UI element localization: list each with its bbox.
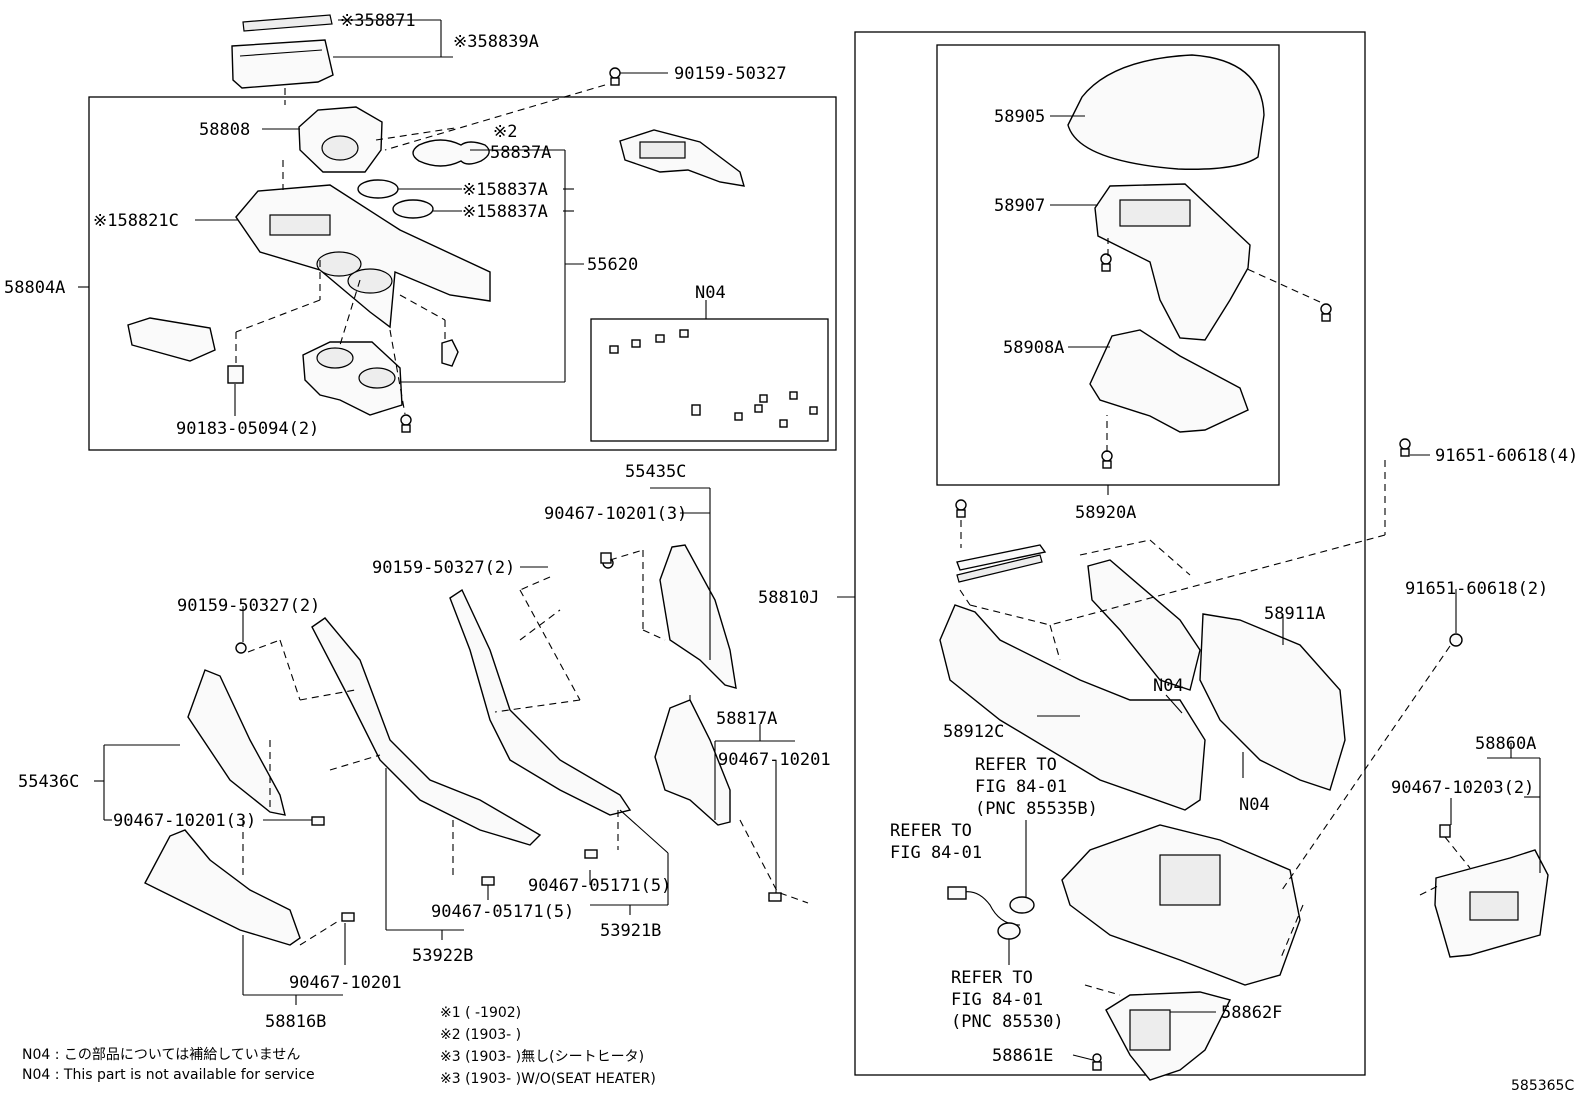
label-90467-05171-a: 90467-05171(5) xyxy=(528,876,671,896)
label-REFER-85535B-2: FIG 84-01 xyxy=(975,777,1067,797)
footnote-3: ※3 (1903- )無し(シートヒータ) xyxy=(440,1049,644,1065)
part-58821C-panel xyxy=(235,184,491,329)
part-wiring xyxy=(947,886,1035,940)
frame-58810J xyxy=(854,31,1366,1076)
label-REFER-85530-2: FIG 84-01 xyxy=(951,990,1043,1010)
part-58912C-side xyxy=(939,604,1206,811)
part-inner-frame xyxy=(1087,559,1201,691)
label-REFER-2-2: FIG 84-01 xyxy=(890,843,982,863)
label-55435C: 55435C xyxy=(625,462,686,482)
footnote-N04-ja: N04 : この部品については補給していません xyxy=(22,1047,300,1063)
footnote-1: ※1 ( -1902) xyxy=(440,1005,521,1021)
label-58908A: 58908A xyxy=(1003,338,1064,358)
label-58810J: 58810J xyxy=(758,588,819,608)
assembly-lines xyxy=(235,84,1471,996)
label-58839A: ※358839A xyxy=(453,32,539,52)
label-58821C: ※158821C xyxy=(93,211,179,231)
part-rail xyxy=(956,544,1047,583)
frame-N04-box xyxy=(590,318,829,442)
label-58804A: 58804A xyxy=(4,278,65,298)
label-REFER-85530-1: REFER TO xyxy=(951,968,1033,988)
leader-lines xyxy=(78,19,1541,1061)
screw-icon-cup xyxy=(400,414,412,433)
part-58808-boot xyxy=(298,106,383,173)
clip-icon-55620 xyxy=(441,339,459,367)
screw-icon-top xyxy=(609,67,621,86)
label-REFER-2-1: REFER TO xyxy=(890,821,972,841)
label-58912C: 58912C xyxy=(943,722,1004,742)
label-58920A: 58920A xyxy=(1075,503,1136,523)
part-N04-clips xyxy=(609,329,818,428)
label-58808: 58808 xyxy=(199,120,250,140)
label-90159-50327-top: 90159-50327 xyxy=(674,64,787,84)
part-55436C-panel xyxy=(187,669,286,816)
part-58911A-side xyxy=(1199,613,1346,791)
label-90467-10201-3b: 90467-10201(3) xyxy=(113,811,256,831)
label-55436C: 55436C xyxy=(18,772,79,792)
label-58905: 58905 xyxy=(994,107,1045,127)
part-labels: ※358871 ※358839A 90159-50327 58808 ※2 58… xyxy=(4,11,1578,1066)
label-REFER-85530-3: (PNC 85530) xyxy=(951,1012,1064,1032)
label-90159-2b: 90159-50327(2) xyxy=(177,596,320,616)
label-90467-10201-c: 90467-10201 xyxy=(289,973,402,993)
label-58911A: 58911A xyxy=(1264,604,1325,624)
label-N04-mid: N04 xyxy=(1153,676,1184,696)
label-REFER-85535B-3: (PNC 85535B) xyxy=(975,799,1098,819)
part-garnish-right xyxy=(619,129,745,187)
part-58860A-vent xyxy=(1434,849,1549,958)
clip-icon-58860A xyxy=(1439,824,1451,838)
footnote-N04-en: N04 : This part is not available for ser… xyxy=(22,1067,315,1083)
clip-icons-lower xyxy=(311,552,782,922)
label-58837A-c: ※158837A xyxy=(462,202,548,222)
label-58817A: 58817A xyxy=(716,709,777,729)
part-console-base xyxy=(1061,824,1301,986)
label-53922B: 53922B xyxy=(412,946,473,966)
label-58860A: 58860A xyxy=(1475,734,1536,754)
label-58837A-a: 58837A xyxy=(490,143,551,163)
footnote-2: ※2 (1903- ) xyxy=(440,1027,521,1043)
label-N04-low: N04 xyxy=(1239,795,1270,815)
frame-58804A xyxy=(88,96,837,451)
screw-icon-armrest xyxy=(235,253,1463,654)
part-58907-box xyxy=(1094,183,1251,341)
label-90467-10201-b: 90467-10201 xyxy=(718,750,831,770)
screw-icon-58861E xyxy=(1092,1053,1102,1071)
label-90467-10203: 90467-10203(2) xyxy=(1391,778,1534,798)
part-58817A-panel xyxy=(654,699,731,826)
label-note-2: ※2 xyxy=(493,122,517,142)
label-91651-2: 91651-60618(2) xyxy=(1405,579,1548,599)
part-58816B-panel xyxy=(144,829,301,946)
part-58908A-tray xyxy=(1089,329,1249,433)
label-90159-2a: 90159-50327(2) xyxy=(372,558,515,578)
label-58862F: 58862F xyxy=(1221,1003,1282,1023)
part-55620-cupholder xyxy=(302,341,403,416)
clip-icon-90183 xyxy=(227,365,244,384)
label-58871: ※358871 xyxy=(340,11,416,31)
label-58907: 58907 xyxy=(994,196,1045,216)
diagram-code: 585365C xyxy=(1511,1078,1574,1094)
label-90467-05171-b: 90467-05171(5) xyxy=(431,902,574,922)
label-N04-top: N04 xyxy=(695,283,726,303)
label-53921B: 53921B xyxy=(600,921,661,941)
part-58862F-duct xyxy=(1105,991,1232,1081)
label-58837A-b: ※158837A xyxy=(462,180,548,200)
label-90183: 90183-05094(2) xyxy=(176,419,319,439)
part-bracket-left xyxy=(127,317,216,362)
label-58861E: 58861E xyxy=(992,1046,1053,1066)
label-90467-10201-3a: 90467-10201(3) xyxy=(544,504,687,524)
part-55435C-panel xyxy=(659,544,737,689)
label-55620: 55620 xyxy=(587,255,638,275)
label-58816B: 58816B xyxy=(265,1012,326,1032)
part-58839A-tray xyxy=(231,39,334,89)
part-58871-mat xyxy=(242,14,333,32)
footnotes: ※1 ( -1902) ※2 (1903- ) ※3 (1903- )無し(シー… xyxy=(22,1005,656,1087)
label-91651-4: 91651-60618(4) xyxy=(1435,446,1578,466)
label-REFER-85535B-1: REFER TO xyxy=(975,755,1057,775)
footnote-4: ※3 (1903- )W/O(SEAT HEATER) xyxy=(440,1071,656,1087)
part-58905-lid xyxy=(1067,54,1265,170)
part-53922B-panel xyxy=(311,617,542,846)
part-53921B-panel xyxy=(449,588,632,816)
